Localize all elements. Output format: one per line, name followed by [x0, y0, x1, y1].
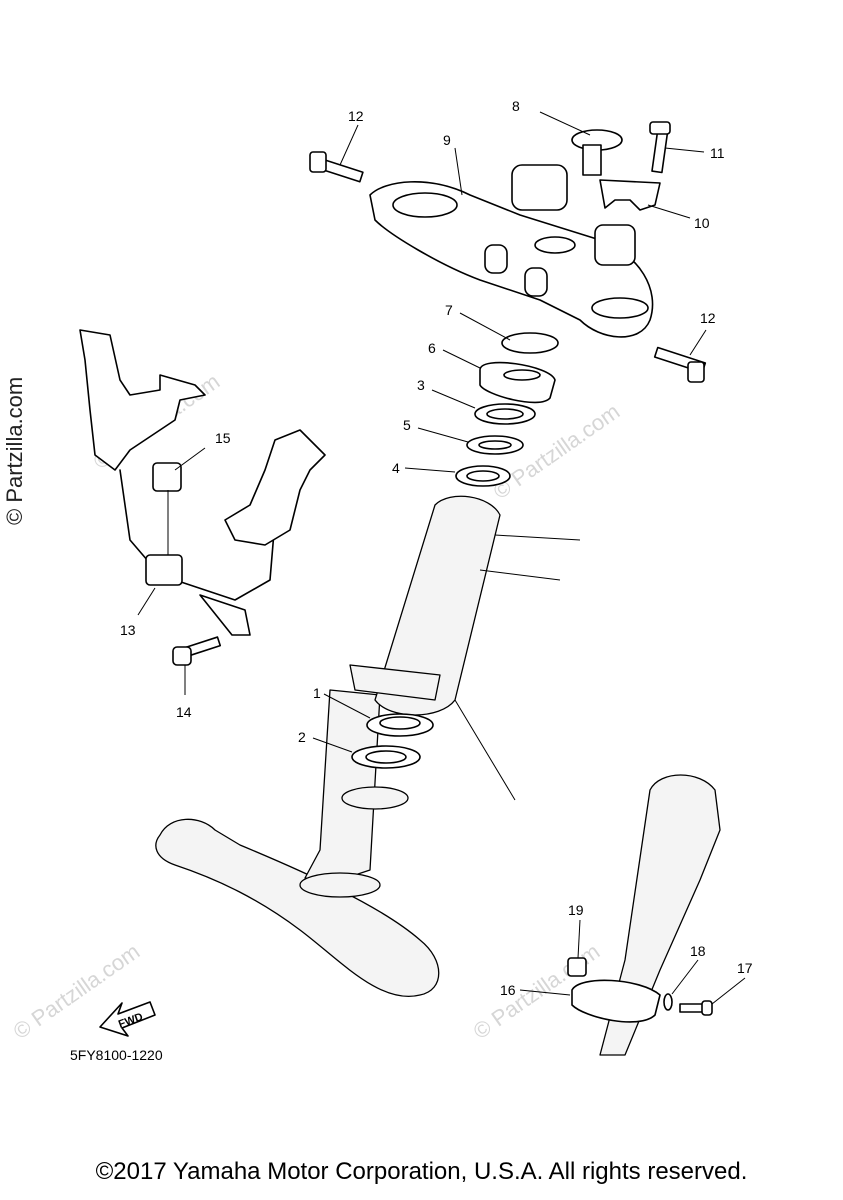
bearing-cover [479, 361, 556, 404]
hose-clamp-bracket [224, 429, 326, 546]
clamp-bolt-head [701, 1000, 713, 1016]
handlebar-holder [599, 179, 661, 211]
clamp-bolt [679, 1003, 705, 1013]
diagram-code: 5FY8100-1220 [70, 1047, 163, 1063]
leader-line [339, 124, 359, 166]
leader-line [312, 737, 353, 753]
leader-line [431, 389, 476, 409]
bracket-boss-right [524, 267, 548, 297]
leader-line [577, 919, 581, 959]
part-label-19: 19 [568, 902, 584, 918]
leader-line [404, 467, 456, 473]
part-label-15: 15 [215, 430, 231, 446]
bolt-11 [651, 128, 669, 174]
hose-holder [145, 554, 183, 586]
leader-line [671, 959, 699, 995]
leader-line [459, 312, 511, 341]
part-label-16: 16 [500, 982, 516, 998]
part-label-12-right: 12 [700, 310, 716, 326]
copyright-footer: ©2017 Yamaha Motor Corporation, U.S.A. A… [95, 1158, 748, 1185]
bracket-hole-right [591, 297, 649, 319]
part-label-17: 17 [737, 960, 753, 976]
head-tube-collar [349, 664, 441, 701]
leader-line [539, 111, 591, 136]
grommet [152, 462, 182, 492]
bracket-post-left [511, 164, 568, 211]
part-label-18: 18 [690, 943, 706, 959]
part-label-12-left: 12 [348, 108, 364, 124]
hose-holder-bracket [79, 329, 206, 471]
stem-base-ring [299, 872, 381, 898]
part-label-9: 9 [443, 132, 451, 148]
fwd-arrow-icon [99, 1001, 156, 1037]
part-label-10: 10 [694, 215, 710, 231]
leader-line [442, 349, 481, 369]
bolt-12-right-head [687, 361, 705, 383]
leader-line [664, 147, 705, 153]
bearing-2-bore [365, 750, 407, 764]
bearing-5-bore [478, 440, 512, 450]
fork-clamp [571, 979, 661, 1023]
bearing-race-1-bore [379, 716, 421, 730]
leader-line [417, 427, 469, 443]
leader-line [519, 989, 571, 996]
stem-nut-thread [582, 144, 602, 176]
bracket-post-right [594, 224, 636, 266]
part-label-6: 6 [428, 340, 436, 356]
leader-line [323, 693, 371, 719]
leader-line [711, 977, 746, 1005]
dust-seal [341, 786, 409, 810]
lower-bracket [155, 818, 440, 998]
clamp-nut [567, 957, 587, 977]
leader-line [454, 147, 463, 196]
bracket-hole-left [392, 192, 458, 218]
leader-line [689, 329, 707, 356]
part-label-1: 1 [313, 685, 321, 701]
part-label-3: 3 [417, 377, 425, 393]
hose-holder-tab [199, 594, 251, 636]
bolt-14-head [172, 646, 192, 666]
frame-line [454, 534, 581, 801]
bracket-boss-left [484, 244, 508, 274]
bolt-11-head [649, 121, 671, 135]
stem-shaft [304, 689, 381, 881]
bolt-12-left-head [309, 151, 327, 173]
part-label-2: 2 [298, 729, 306, 745]
bearing-cover-bore [503, 369, 541, 381]
bracket-hole-center [534, 236, 576, 254]
part-label-13: 13 [120, 622, 136, 638]
leader-line [137, 587, 156, 616]
part-label-7: 7 [445, 302, 453, 318]
side-watermark-text: © Partzilla.com [2, 377, 27, 525]
bearing-race-4-bore [466, 470, 500, 482]
leader-line [647, 204, 691, 219]
leader-line [174, 447, 206, 471]
upper-bracket [369, 181, 654, 338]
part-label-14: 14 [176, 704, 192, 720]
part-label-11: 11 [710, 145, 725, 161]
bearing-race-3-bore [486, 408, 524, 420]
part-label-8: 8 [512, 98, 520, 114]
part-label-5: 5 [403, 417, 411, 433]
part-label-4: 4 [392, 460, 400, 476]
ring-nut [501, 332, 559, 354]
washer [663, 993, 673, 1011]
